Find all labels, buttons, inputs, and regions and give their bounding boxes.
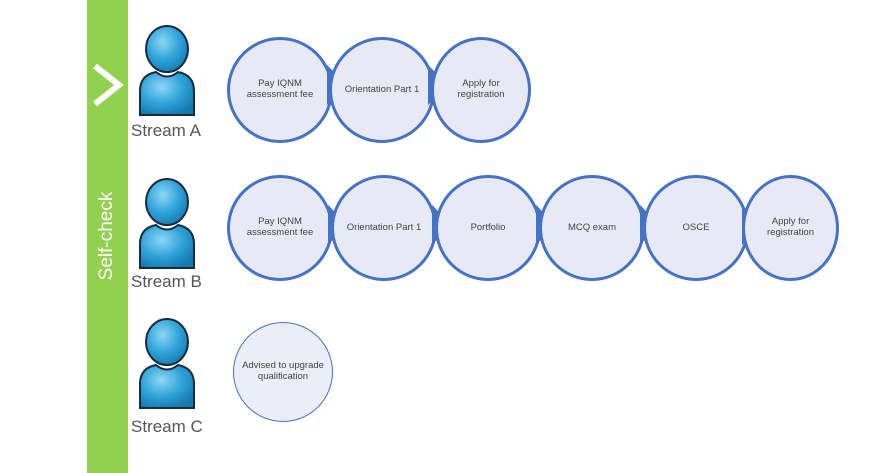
stream-b-step-2: Orientation Part 1 [331, 175, 437, 281]
person-icon-stream-a [136, 25, 198, 117]
stream-a-label: Stream A [131, 121, 201, 140]
chevron-right-icon [93, 63, 124, 107]
stream-c-label: Stream C [131, 417, 203, 436]
stream-a-step-1: Pay IQNM assessment fee [227, 37, 333, 143]
person-icon-stream-b [136, 178, 198, 270]
stream-c-step-1: Advised to upgrade qualification [233, 322, 333, 422]
stream-b-step-4: MCQ exam [539, 175, 645, 281]
stream-b-step-1: Pay IQNM assessment fee [227, 175, 333, 281]
sidebar-label: Self-check [96, 191, 117, 281]
stream-a-step-2: Orientation Part 1 [329, 37, 435, 143]
person-icon-stream-c [136, 318, 198, 410]
stream-b-step-6: Apply for registration [742, 175, 839, 281]
stream-b-label: Stream B [131, 272, 202, 291]
stream-b-step-5: OSCE [643, 175, 749, 281]
stream-b-step-3: Portfolio [435, 175, 541, 281]
stream-a-step-3: Apply for registration [431, 37, 531, 143]
